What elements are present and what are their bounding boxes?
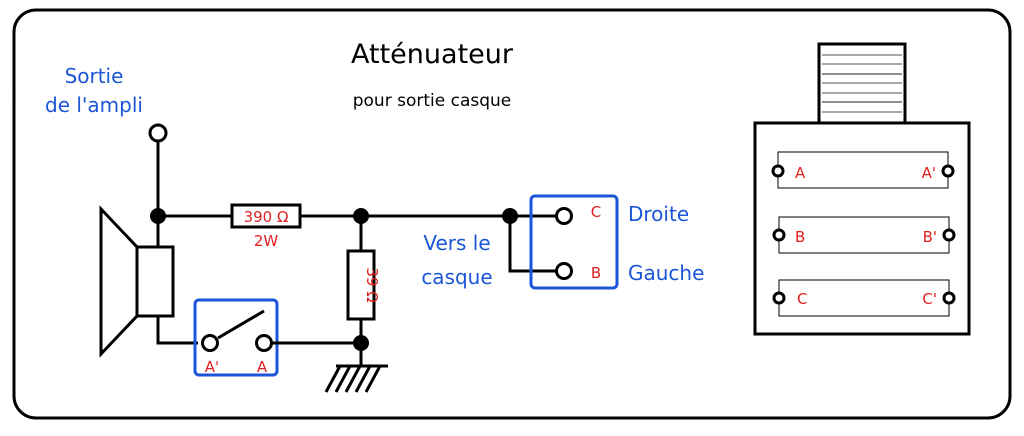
switch-terminal-right: A — [257, 358, 268, 376]
diagram-frame — [12, 8, 1012, 420]
jack-terminal-c — [555, 207, 573, 225]
series-resistor-power: 2W — [254, 232, 279, 250]
jack-label-bottom: B — [591, 264, 601, 282]
amp-output-terminal — [148, 123, 168, 216]
speaker-bottom-wire — [156, 316, 198, 345]
right-channel-label: Droite — [628, 202, 689, 226]
switch-row-b: B B' — [772, 216, 956, 254]
headphone-label-2: casque — [421, 265, 492, 289]
row-c-left: C — [797, 290, 807, 308]
switch-row-a: A A' — [771, 151, 955, 189]
switch-icon — [201, 309, 361, 352]
junction-dot — [150, 208, 166, 224]
row-c-right: C' — [922, 290, 937, 308]
diagram-subtitle: pour sortie casque — [353, 91, 512, 111]
switch-knob — [817, 42, 907, 125]
switch-box — [193, 298, 279, 377]
amp-output-label-2: de l'ampli — [45, 93, 143, 117]
ground-icon — [324, 364, 388, 393]
switch-terminal-left: A' — [205, 358, 219, 376]
diagram-title: Atténuateur — [351, 39, 514, 70]
jack-label-top: C — [591, 203, 601, 221]
headphone-label-1: Vers le — [423, 231, 490, 255]
row-a-left: A — [795, 164, 806, 182]
amp-output-label-1: Sortie — [65, 64, 124, 88]
switch-row-c: C C' — [772, 279, 956, 317]
series-resistor: 390 Ω 2W — [230, 203, 302, 250]
row-b-left: B — [795, 228, 805, 246]
row-b-right: B' — [923, 228, 937, 246]
series-resistor-value: 390 Ω — [244, 208, 289, 226]
left-channel-label: Gauche — [628, 261, 704, 285]
jack-wire-left — [508, 216, 556, 273]
speaker-icon — [99, 205, 175, 358]
shunt-resistor-value: 39 Ω — [363, 267, 381, 302]
row-a-right: A' — [922, 164, 936, 182]
shunt-resistor: 39 Ω — [346, 249, 381, 321]
jack-terminal-b — [555, 262, 573, 280]
headphone-jack-box — [529, 194, 619, 290]
